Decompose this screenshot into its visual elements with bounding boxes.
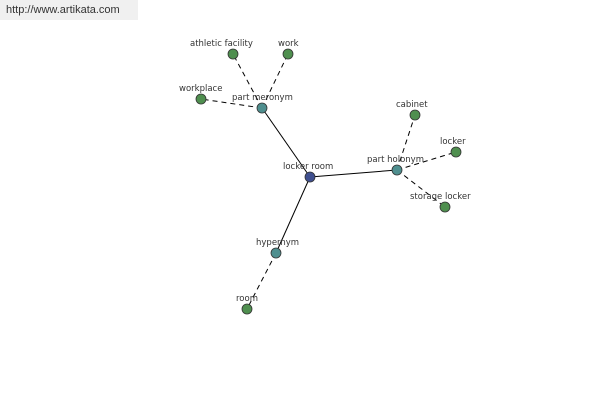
node-dot-hypernym[interactable] bbox=[270, 247, 282, 259]
node-label-room: room bbox=[236, 294, 258, 304]
node-dot-locker[interactable] bbox=[450, 146, 462, 158]
node-room[interactable]: room bbox=[236, 294, 258, 315]
nodes-layer: locker room part meronym part holonym hyper… bbox=[179, 39, 471, 315]
node-workplace[interactable]: workplace bbox=[179, 84, 222, 105]
node-label-storage-locker: storage locker bbox=[410, 192, 471, 202]
node-label-part-holonym: part holonym bbox=[367, 155, 424, 165]
node-label-work: work bbox=[278, 39, 299, 49]
edge-locker-room-to-part-holonym bbox=[309, 169, 398, 178]
node-dot-locker-room[interactable] bbox=[304, 171, 316, 183]
node-dot-part-meronym[interactable] bbox=[256, 102, 268, 114]
node-dot-cabinet[interactable] bbox=[409, 109, 421, 121]
node-dot-part-holonym[interactable] bbox=[391, 164, 403, 176]
node-cabinet[interactable]: cabinet bbox=[396, 100, 428, 121]
edge-part-meronym-to-work bbox=[261, 53, 289, 109]
edge-part-holonym-to-locker bbox=[396, 151, 457, 171]
node-label-athletic-facility: athletic facility bbox=[190, 39, 253, 49]
node-label-cabinet: cabinet bbox=[396, 100, 428, 110]
node-hypernym[interactable]: hypernym bbox=[256, 238, 299, 259]
edge-part-meronym-to-athletic-facility bbox=[232, 53, 263, 109]
node-dot-workplace[interactable] bbox=[195, 93, 207, 105]
site-url-watermark: http://www.artikata.com bbox=[0, 0, 138, 20]
edge-part-meronym-to-workplace bbox=[200, 98, 263, 109]
edge-hypernym-to-room bbox=[246, 252, 277, 310]
node-part-meronym[interactable]: part meronym bbox=[232, 93, 293, 114]
node-athletic-facility[interactable]: athletic facility bbox=[190, 39, 253, 60]
edge-part-holonym-to-cabinet bbox=[396, 114, 416, 171]
node-dot-athletic-facility[interactable] bbox=[227, 48, 239, 60]
edges-layer bbox=[200, 53, 457, 310]
node-label-hypernym: hypernym bbox=[256, 238, 299, 248]
node-label-part-meronym: part meronym bbox=[232, 93, 293, 103]
edge-locker-room-to-hypernym bbox=[275, 176, 311, 254]
node-part-holonym[interactable]: part holonym bbox=[367, 155, 424, 176]
edge-part-holonym-to-storage-locker bbox=[396, 169, 446, 208]
node-storage-locker[interactable]: storage locker bbox=[410, 192, 471, 213]
node-label-locker-room: locker room bbox=[283, 162, 333, 172]
node-label-locker: locker bbox=[440, 137, 466, 147]
node-dot-storage-locker[interactable] bbox=[439, 201, 451, 213]
node-label-workplace: workplace bbox=[179, 84, 222, 94]
node-dot-room[interactable] bbox=[241, 303, 253, 315]
node-locker-room[interactable]: locker room bbox=[283, 162, 333, 183]
node-dot-work[interactable] bbox=[282, 48, 294, 60]
edge-locker-room-to-part-meronym bbox=[261, 107, 311, 178]
node-locker[interactable]: locker bbox=[440, 137, 466, 158]
node-work[interactable]: work bbox=[278, 39, 299, 60]
